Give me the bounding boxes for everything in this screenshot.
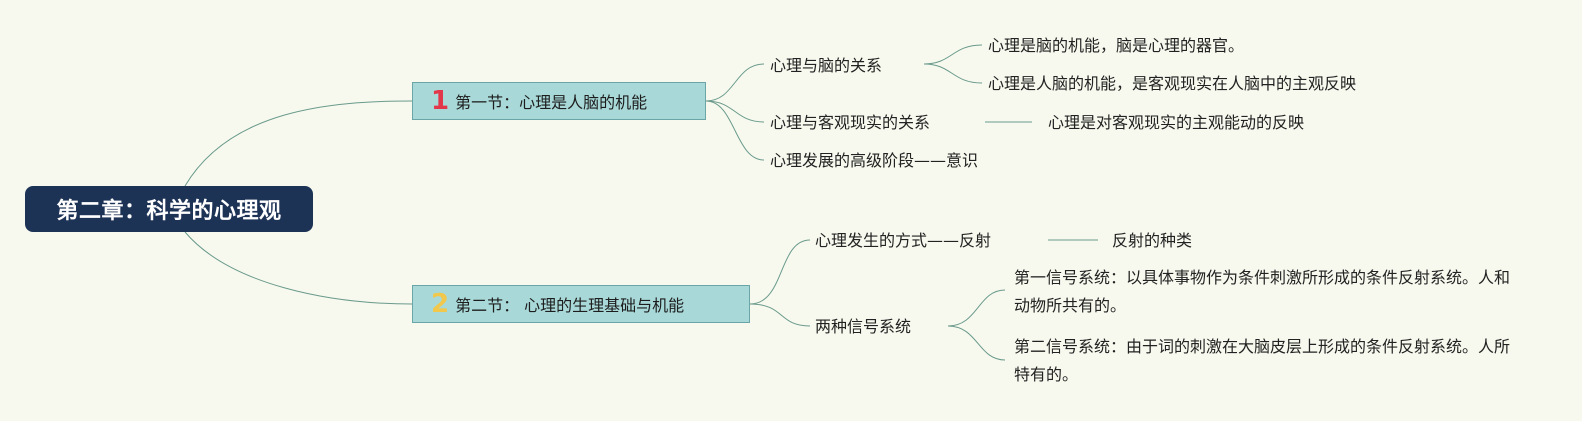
section-1-number: 1	[431, 86, 450, 116]
section-1-label: 第一节：心理是人脑的机能	[455, 93, 648, 112]
s1-topic1-label[interactable]: 心理与脑的关系	[770, 56, 883, 75]
section-1-node[interactable]: 1 第一节：心理是人脑的机能	[412, 82, 706, 120]
connector-s2topic2-item2	[947, 325, 1006, 361]
connector-topic1-item1	[923, 44, 983, 65]
s2-topic1-label[interactable]: 心理发生的方式——反射	[815, 231, 992, 250]
s1-topic3-label[interactable]: 心理发展的高级阶段——意识	[770, 151, 979, 170]
s1-topic2-item[interactable]: 心理是对客观现实的主观能动的反映	[1048, 113, 1305, 132]
connector-root-section1	[184, 100, 413, 187]
s1-topic1-item2[interactable]: 心理是人脑的机能，是客观现实在人脑中的主观反映	[988, 74, 1357, 93]
s2-topic1-item[interactable]: 反射的种类	[1112, 231, 1193, 250]
section-2-number: 2	[431, 289, 450, 319]
connector-topic1-item2	[923, 63, 983, 84]
section-2-node[interactable]: 2 第二节： 心理的生理基础与机能	[412, 285, 750, 323]
connector-root-section2	[184, 231, 413, 305]
connector-section1-topic2	[705, 100, 765, 123]
root-topic[interactable]: 第二章：科学的心理观	[25, 186, 313, 232]
s1-topic2-label[interactable]: 心理与客观现实的关系	[770, 113, 931, 132]
s2-topic2-item2[interactable]: 第二信号系统：由于词的刺激在大脑皮层上形成的条件反射系统。人所特有的。	[1014, 337, 1511, 384]
connector-section1-topic3	[705, 100, 765, 161]
section-2-label: 第二节： 心理的生理基础与机能	[455, 296, 685, 315]
connector-section2-topic2	[749, 303, 811, 327]
root-label: 第二章：科学的心理观	[56, 199, 282, 224]
connector-section1-topic1	[705, 63, 765, 102]
s2-topic2-label[interactable]: 两种信号系统	[815, 317, 912, 336]
s1-topic1-item1[interactable]: 心理是脑的机能，脑是心理的器官。	[988, 36, 1245, 55]
s2-topic2-item1[interactable]: 第一信号系统：以具体事物作为条件刺激所形成的条件反射系统。人和动物所共有的。	[1014, 268, 1511, 315]
connector-section2-topic1	[749, 239, 811, 305]
connector-s2topic2-item1	[947, 289, 1006, 327]
